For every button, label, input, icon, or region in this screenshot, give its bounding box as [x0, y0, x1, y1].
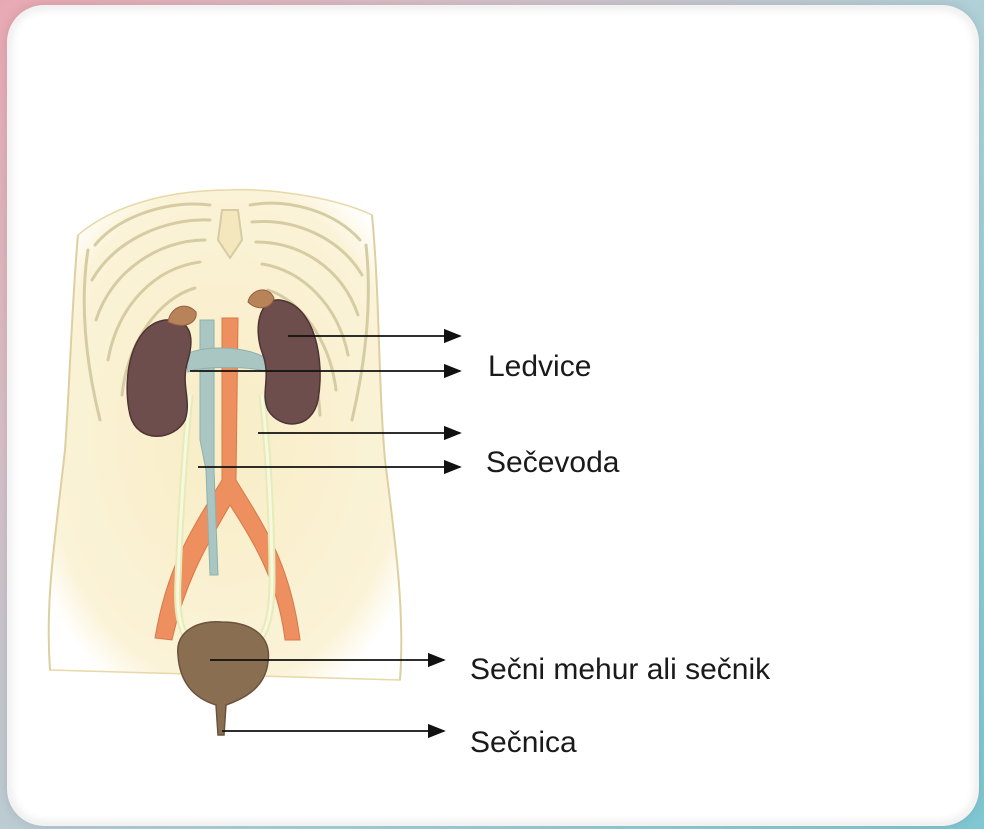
- label-ledvice: Ledvice: [488, 352, 591, 382]
- label-secevoda: Sečevoda: [486, 448, 619, 478]
- label-secnica: Sečnica: [470, 728, 577, 758]
- bladder: [178, 622, 269, 735]
- label-secni-mehur: Sečni mehur ali sečnik: [470, 655, 770, 685]
